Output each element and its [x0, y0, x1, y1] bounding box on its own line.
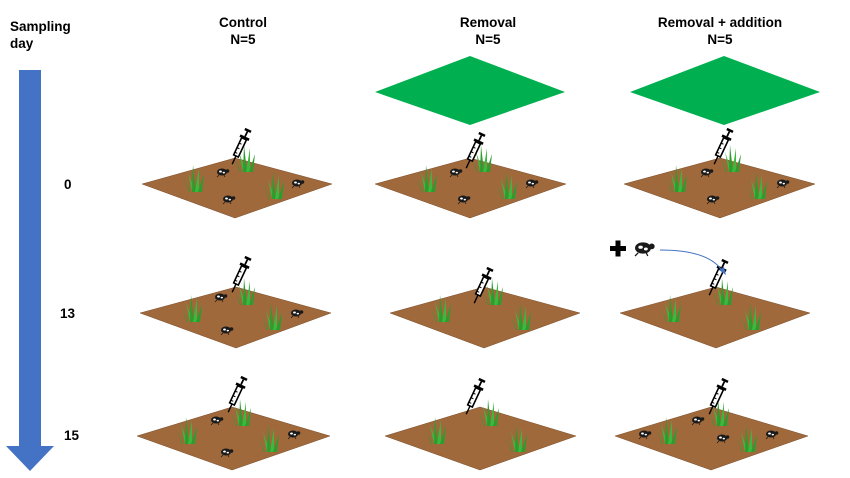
column-n: N=5: [230, 32, 256, 47]
column-n: N=5: [707, 32, 733, 47]
column-title: Removal: [459, 15, 517, 30]
plot-removal-day13: [389, 265, 581, 349]
plot-control-day15: [136, 374, 331, 471]
axis-title: Sampling day: [10, 18, 71, 52]
plot-removal-day0: [374, 56, 567, 219]
removal-addition-cover: [630, 56, 820, 125]
column-title: Removal + addition: [657, 15, 783, 30]
plot-removal-addition-day15: [614, 376, 809, 471]
removal-cover: [375, 56, 565, 125]
plot-removal-day15: [384, 376, 577, 471]
plot-control-day13: [139, 254, 332, 349]
axis-title-line1: Sampling: [10, 19, 71, 34]
column-n: N=5: [475, 32, 501, 47]
axis-title-line2: day: [10, 36, 34, 51]
time-arrow-icon: [6, 70, 54, 471]
plot-removal-addition-day0: [623, 56, 820, 219]
column-header-control: Control N=5: [143, 14, 343, 48]
plot-control-day0: [141, 126, 333, 219]
day-label-0: 0: [64, 177, 72, 192]
column-header-removal: Removal N=5: [388, 14, 588, 48]
plus-beetle-icon: [610, 240, 726, 275]
day-label-13: 13: [60, 306, 76, 321]
column-header-removal-addition: Removal + addition N=5: [620, 14, 820, 48]
column-title: Control: [219, 15, 267, 30]
plot-removal-addition-day13: [619, 257, 811, 349]
day-label-15: 15: [64, 428, 80, 443]
